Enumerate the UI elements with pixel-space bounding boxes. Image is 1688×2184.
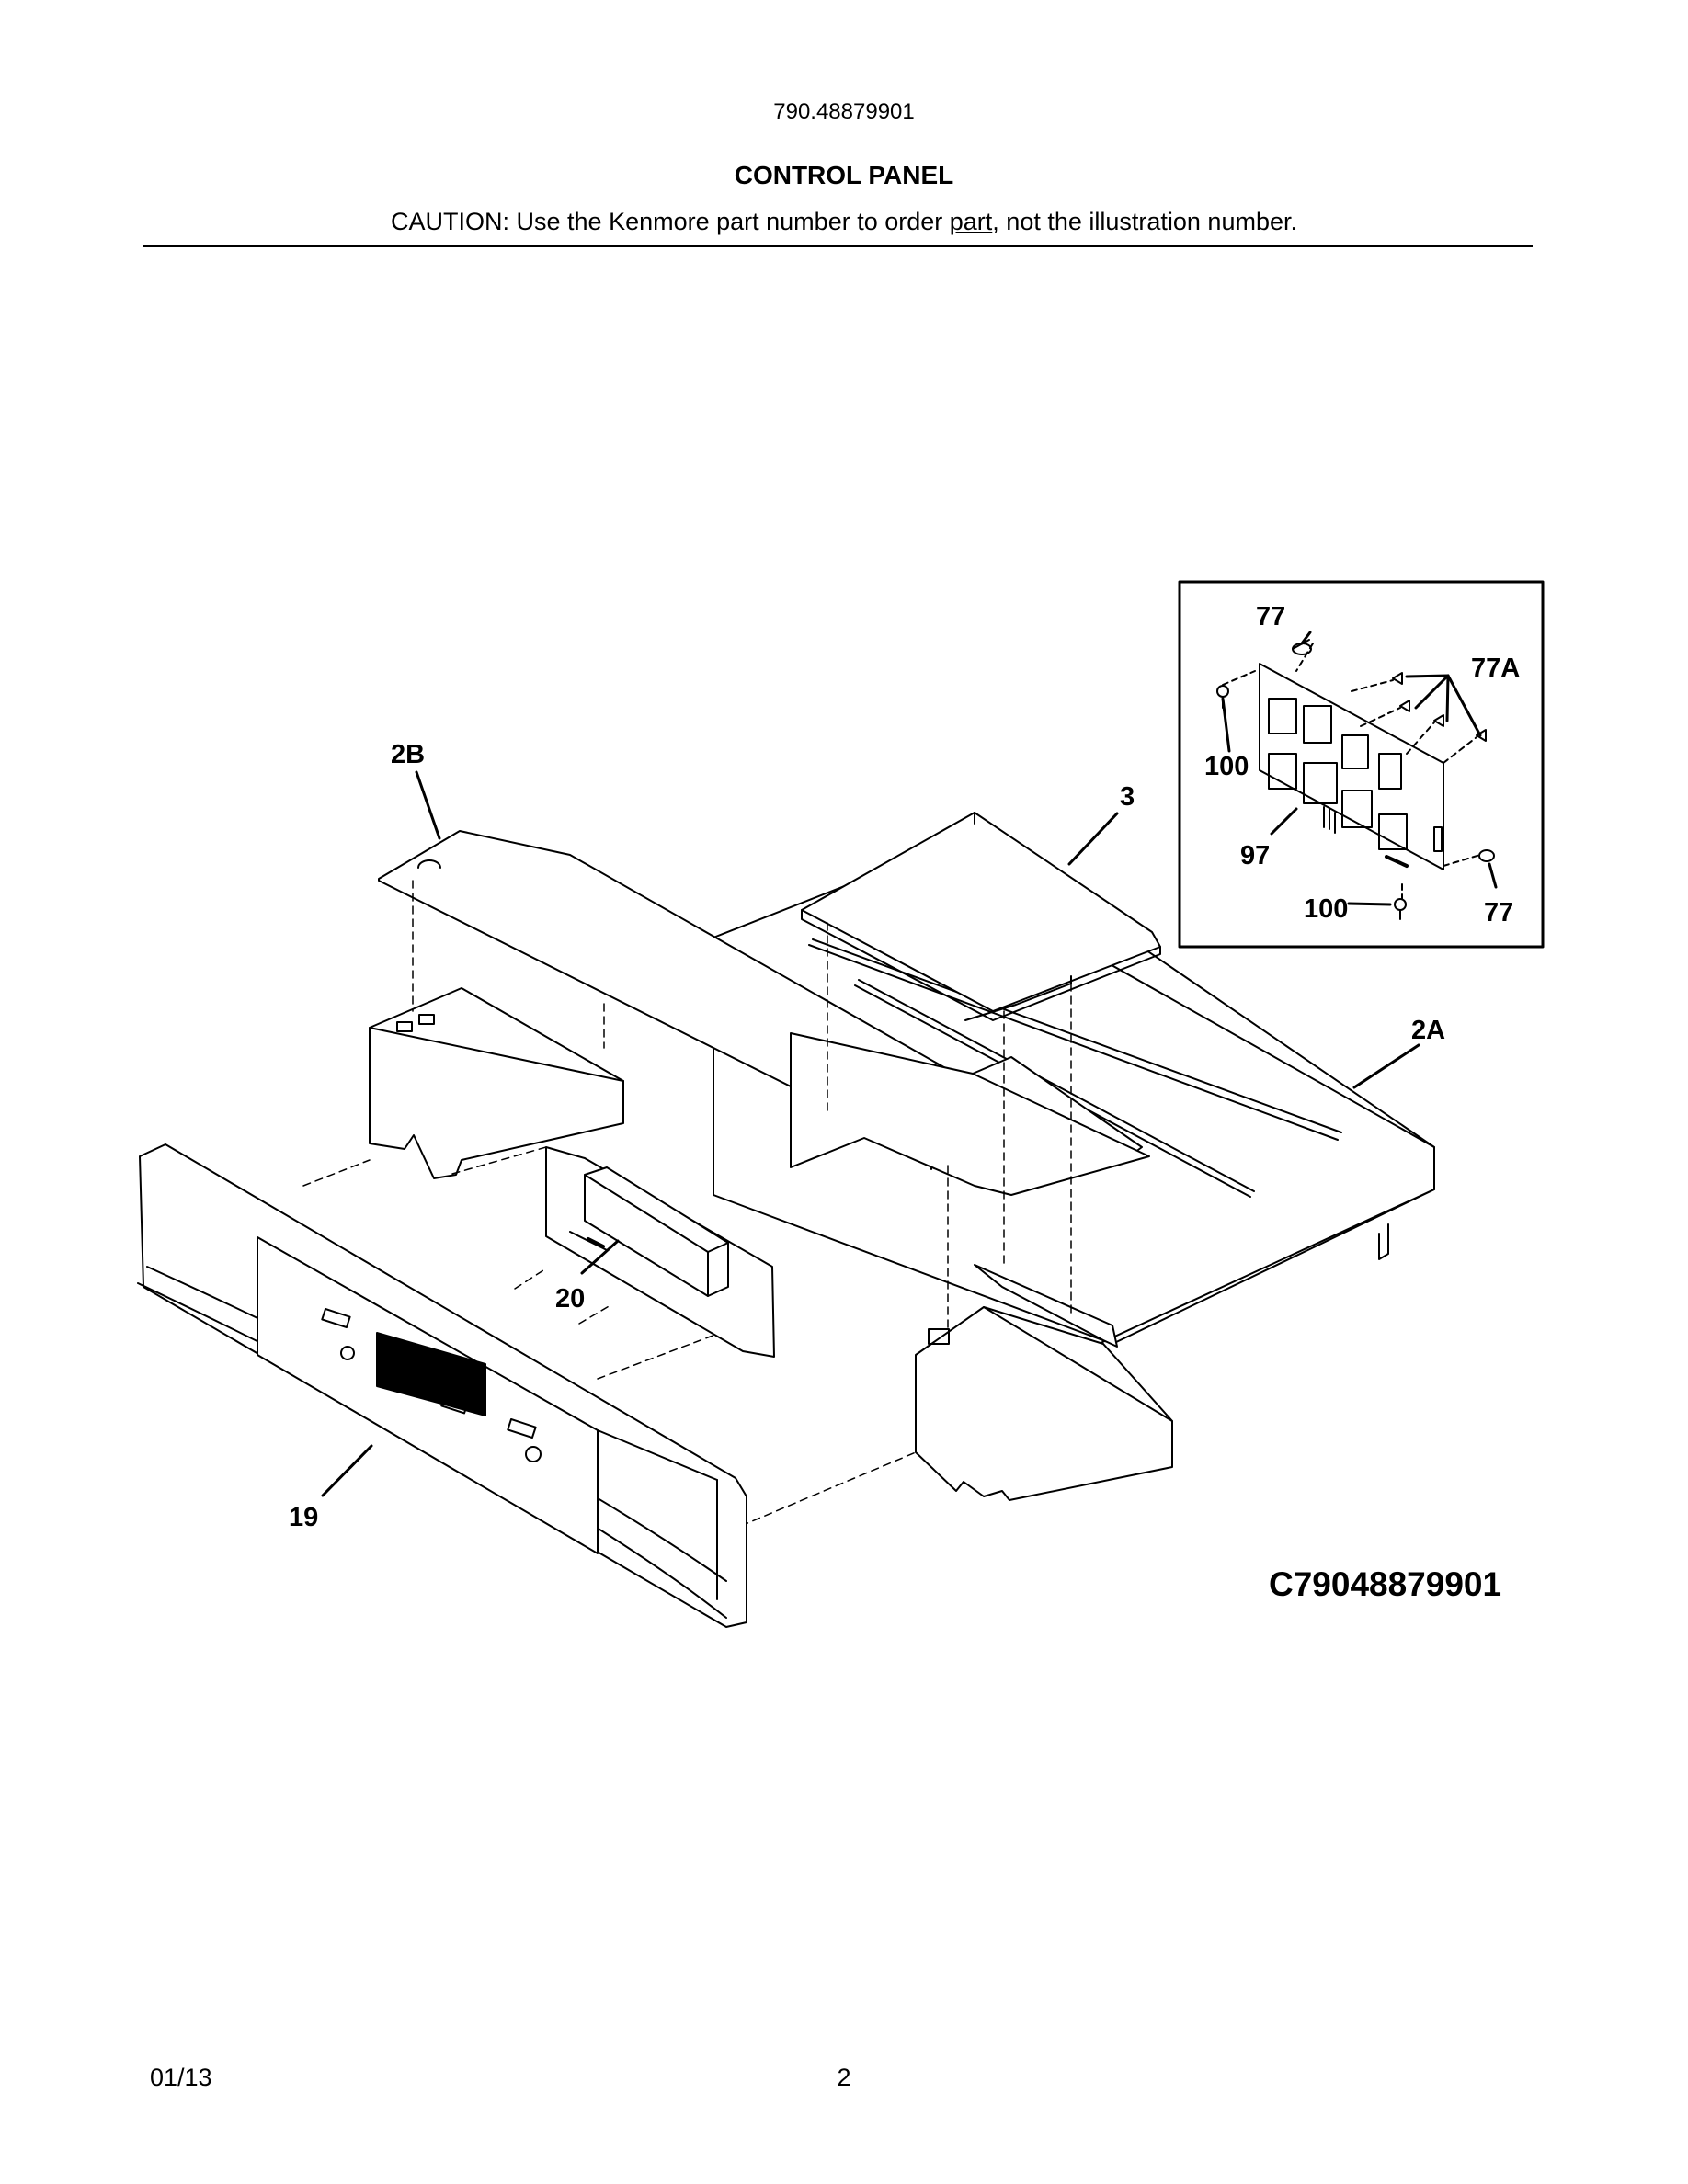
label-2a: 2A [1411,1016,1445,1045]
control-board-20 [545,1146,775,1358]
left-bracket [369,987,624,1179]
caution-note: CAUTION: Use the Kenmore part number to … [0,208,1688,236]
section-title: CONTROL PANEL [734,161,954,189]
footer-page-number: 2 [837,2064,851,2091]
inset-label-77-top: 77 [1256,602,1285,631]
inset-label-77a: 77A [1471,654,1520,683]
facia-panel-19 [137,1143,747,1628]
drawing-id: C79048879901 [1269,1565,1501,1603]
inset-detail-box [1178,580,1545,949]
top-panel-2b [378,830,1150,1348]
caution-suffix: , not the illustration number. [992,208,1297,235]
right-bracket [915,1306,1173,1501]
label-20: 20 [555,1284,585,1314]
footer-date: 01/13 [150,2064,212,2091]
label-3: 3 [1120,782,1135,812]
inset-label-97: 97 [1240,841,1270,870]
cover-3 [801,812,1161,1021]
label-2b: 2B [391,740,425,769]
inset-label-77-bottom: 77 [1484,898,1513,927]
caution-underlined: part [949,208,993,235]
header-rule [143,245,1533,247]
inset-label-100-bottom: 100 [1304,894,1348,924]
label-19: 19 [289,1503,318,1532]
model-number: 790.48879901 [773,99,915,124]
inset-label-100-left: 100 [1204,752,1249,781]
leader-lines [321,631,1498,1497]
caution-prefix: CAUTION: Use the Kenmore part number to … [391,208,950,235]
